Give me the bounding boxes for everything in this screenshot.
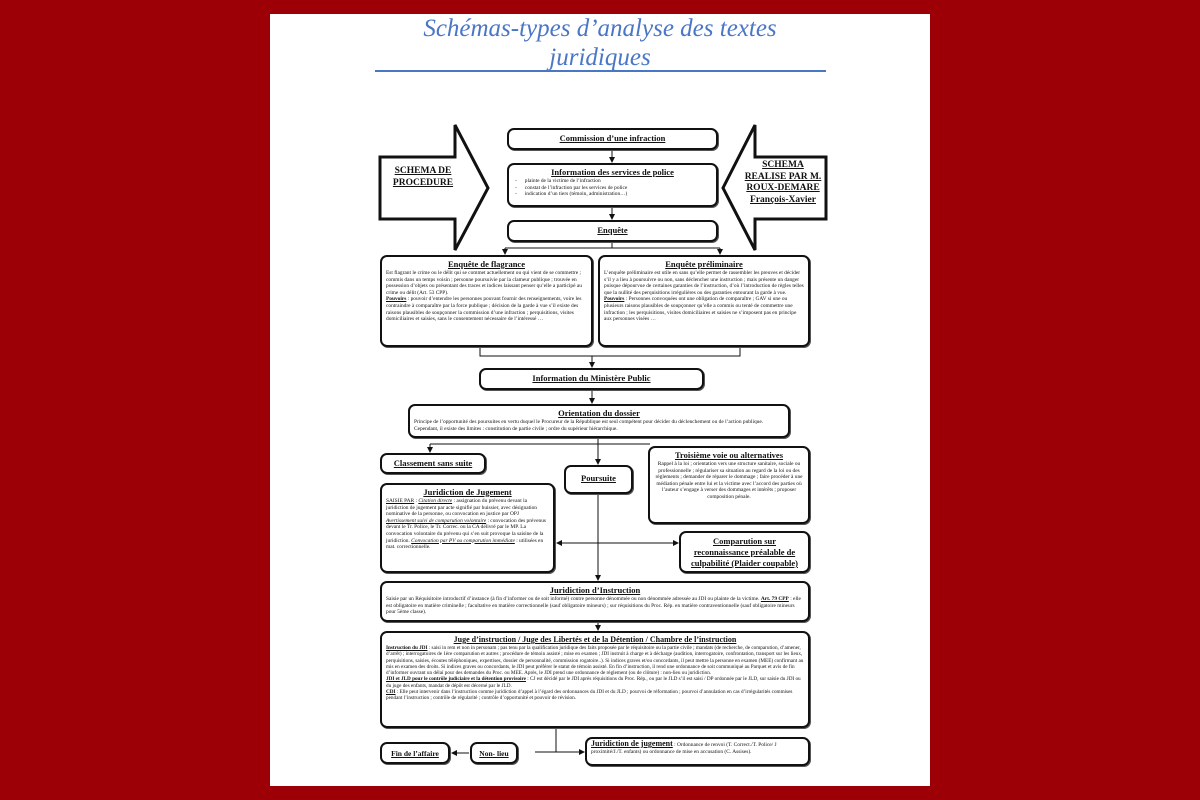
comparution-box: Comparution sur reconnaissance préalable… [679,531,810,573]
author-name: François-Xavier [750,194,816,205]
poursuite-box: Poursuite [564,465,633,494]
juge-t2: : CJ est décidé par le JDI après réquisi… [386,676,801,689]
flagrance-text: Est flagrant le crime ou le délit qui se… [386,270,582,296]
flagrance-box: Enquête de flagrance Est flagrant le cri… [380,255,593,347]
jugement-citation: Citation directe [418,498,453,504]
document-title: Schémas-types d’analyse des textes jurid… [423,15,777,71]
right-arrow-shape [721,124,828,251]
flagrance-title: Enquête de flagrance [448,259,525,269]
jugement-final-title: Juridiction de jugement [591,739,673,748]
instruction-t2: : elle est obligatoire en matière crimin… [386,596,801,616]
orientation-title: Orientation du dossier [558,408,640,418]
juge-instruction-box: Juge d’instruction / Juge des Libertés e… [380,631,810,728]
juge-l1: Instruction du JDI [386,645,428,651]
instruction-art: Art. 79 CPP [760,596,789,602]
jugement-final-text: : Ordonnance de renvoi (T. Correct./T. P… [591,742,777,755]
jugement-avert: Avertissement suivi de comparution volon… [386,517,487,524]
jugement-cpv: Convocation par PV ou comparution immédi… [411,537,515,544]
flagrance-pouvoirs: : pouvoir d’entendre les personnes pouva… [386,296,582,323]
juge-l2: JDI et JLD pour le contrôle judiciaire e… [386,676,526,683]
non-lieu-box: Non- lieu [470,742,518,764]
ministere-box: Information du Ministère Public [479,368,704,390]
instruction-title: Juridiction d’Instruction [549,585,641,595]
fin-affaire-label: Fin de l’affaire [391,749,439,758]
jugement-t2: : convocation des prévenus devant le Tr.… [386,517,546,544]
commission-box: Commission d’une infraction [507,128,718,150]
orientation-box: Orientation du dossier Principe de l’opp… [408,404,790,438]
enquete-label: Enquête [597,225,628,235]
police-item: constat de l’infraction par les services… [525,185,712,192]
preliminaire-title: Enquête préliminaire [665,259,743,269]
police-item: plainte de la victime de l’infraction [525,178,712,185]
juridiction-jugement-box: Juridiction de Jugement SAISIE PAR : Cit… [380,483,555,573]
police-item: indication d’un tiers (témoin, administr… [525,191,712,198]
author-line: SCHEMA REALISE PAR M. ROUX-DEMARE [744,160,822,193]
fin-affaire-box: Fin de l’affaire [380,742,450,764]
classement-label: Classement sans suite [393,458,473,468]
left-arrow-shape [378,124,490,251]
juge-t1: : saisi in rem et non in personam ; pas … [386,645,804,677]
police-box: Information des services de police plain… [507,163,718,207]
classement-box: Classement sans suite [380,453,486,474]
jugement-saisie: SAISIE PAR [386,498,415,504]
troisieme-title: Troisième voie ou alternatives [674,450,784,460]
flagrance-pouvoirs-label: Pouvoirs [386,296,407,303]
juge-l3: CDI [386,689,396,696]
jugement-t3: : utilisées en mat. correctionnelle. [386,537,544,551]
preliminaire-box: Enquête préliminaire L’enquête prélimina… [598,255,810,347]
orientation-text: Principe de l’opportunité des poursuites… [414,419,764,432]
commission-label: Commission d’une infraction [559,133,666,143]
enquete-box: Enquête [507,220,718,242]
non-lieu-label: Non- lieu [479,749,509,758]
juridiction-instruction-box: Juridiction d’Instruction Saisie par un … [380,581,810,622]
troisieme-voie-box: Troisième voie ou alternatives Rappel à … [648,446,810,524]
jugement-final-box: Juridiction de jugement : Ordonnance de … [585,737,810,766]
juge-t3: : Elle peut intervenir dans l’instructio… [386,689,793,702]
preliminaire-text: L’enquête préliminaire est utile en sans… [604,270,804,296]
jugement-title: Juridiction de Jugement [423,487,512,497]
troisieme-text: Rappel à la loi ; orientation vers une s… [655,461,803,500]
jugement-t1: : assignation du prévenu devant la jurid… [386,498,537,518]
preliminaire-pouvoirs: : Personnes convoquées ont une obligatio… [604,296,797,323]
poursuite-label: Poursuite [581,473,616,483]
schema-de-procedure-label: SCHEMA DE PROCEDURE [392,166,454,188]
instruction-t1: Saisie par un Réquisitoire introductif d… [386,596,760,602]
preliminaire-pouvoirs-label: Pouvoirs [604,296,625,303]
comparution-label: Comparution sur reconnaissance préalable… [690,536,799,568]
title-underline [375,70,826,72]
ministere-label: Information du Ministère Public [532,373,651,383]
police-title: Information des services de police [551,167,674,177]
juge-title: Juge d’instruction / Juge des Libertés e… [453,635,737,644]
